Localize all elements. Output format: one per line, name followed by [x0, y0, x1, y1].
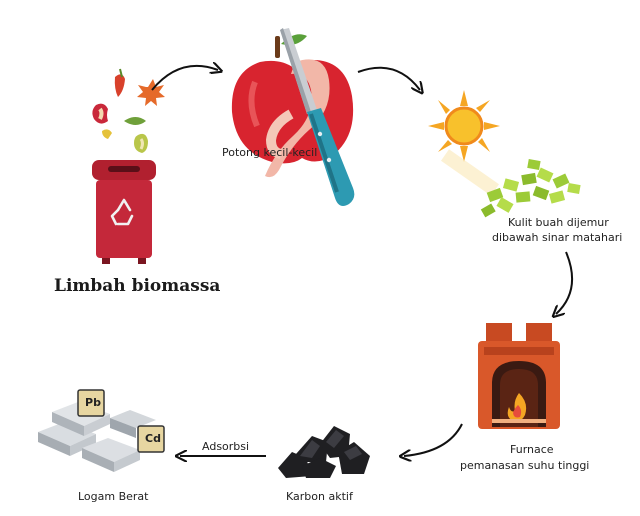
furnace-label-line2: pemanasan suhu tinggi [460, 459, 590, 472]
furnace-label-line1: Furnace [510, 443, 554, 456]
arrow-waste-to-cut [151, 66, 218, 91]
metal-ingots-icon [38, 389, 165, 472]
arrow-furnace-to-carbon [404, 423, 463, 456]
metals-label: Logam Berat [78, 490, 149, 503]
biomass-title: Limbah biomassa [54, 276, 221, 296]
activated-carbon-icon [278, 426, 370, 478]
arrow-cut-to-dry [357, 66, 420, 90]
arrow-dry-to-furnace [556, 251, 573, 314]
dried-peel-icon [480, 159, 581, 218]
recycle-bin-icon [92, 160, 156, 264]
sun-rays-icon [440, 149, 500, 196]
dry-label-line2: dibawah sinar matahari [492, 231, 623, 244]
pb-tag-label: Pb [85, 396, 101, 409]
sun-icon [428, 90, 500, 162]
furnace-icon [478, 323, 560, 429]
adsorb-label: Adsorbsi [202, 440, 250, 453]
food-waste-icon [92, 68, 165, 153]
cd-tag-label: Cd [145, 432, 161, 445]
carbon-label: Karbon aktif [286, 490, 353, 503]
cut-label: Potong kecil-kecil [222, 146, 318, 159]
apple-knife-icon [231, 28, 355, 206]
dry-label-line1: Kulit buah dijemur [508, 216, 609, 229]
